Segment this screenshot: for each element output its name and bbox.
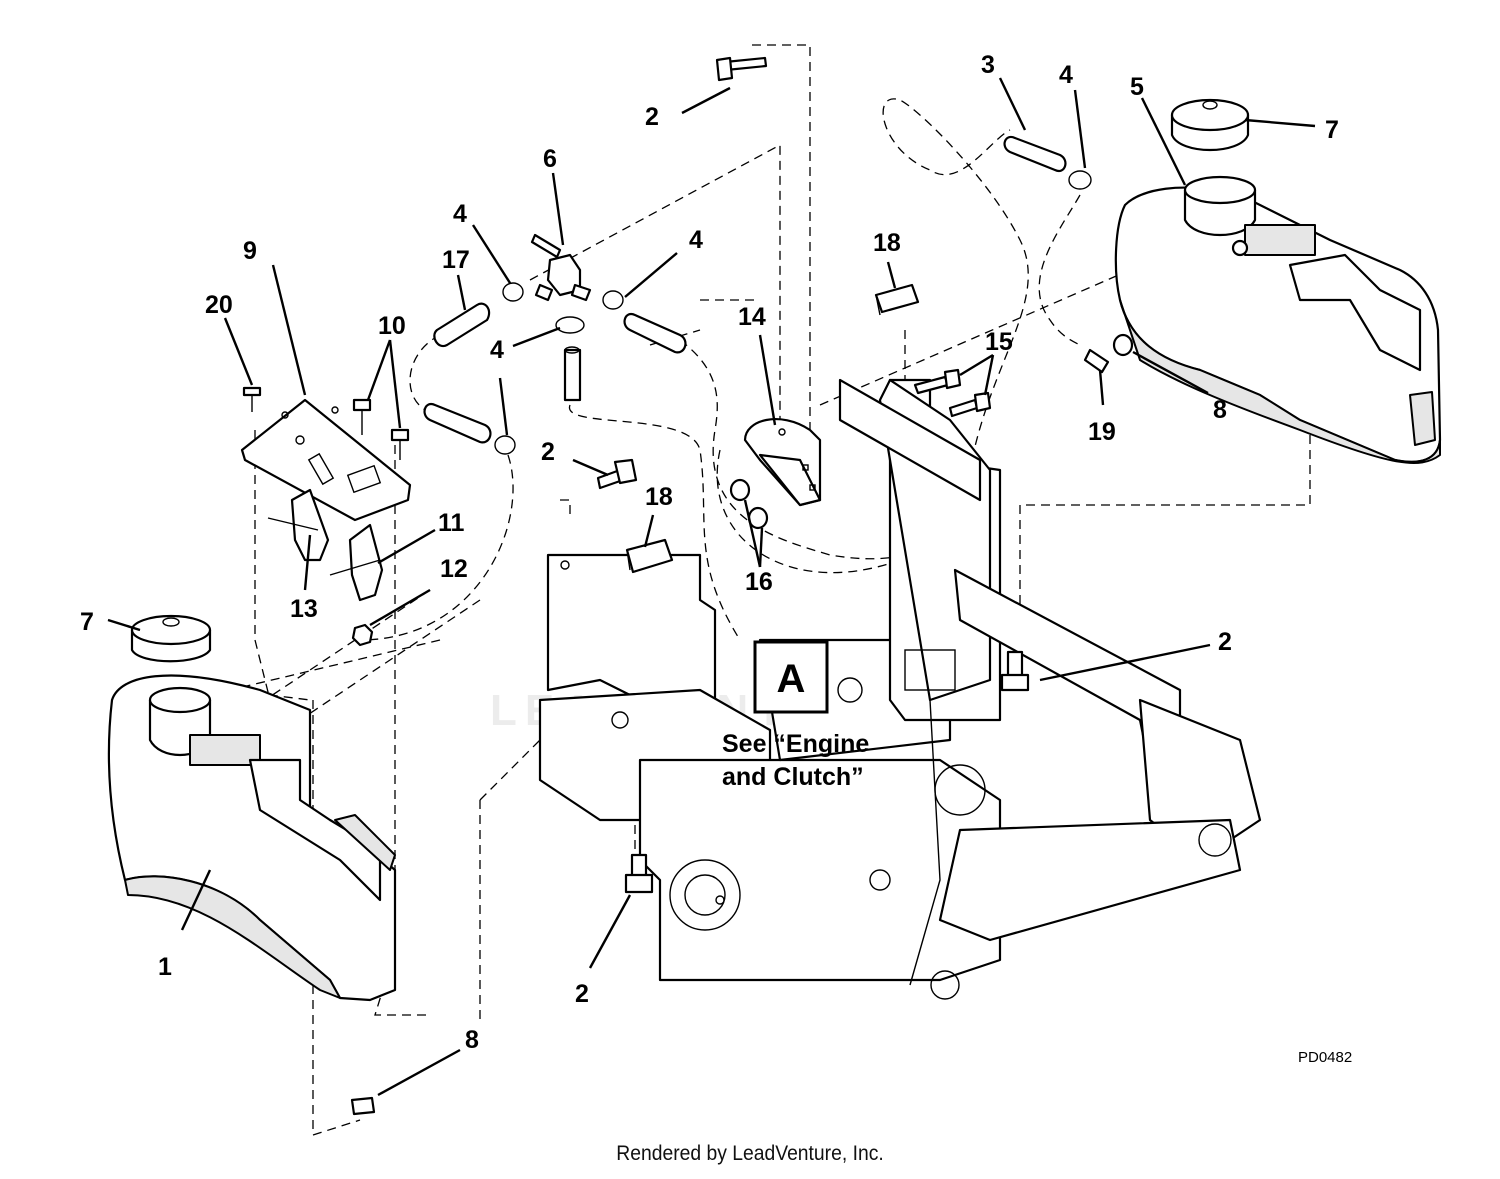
callout-17: 17 (442, 246, 470, 274)
callout-4: 4 (490, 336, 504, 364)
callout-7: 7 (80, 608, 94, 636)
fuel-cap-right (1170, 98, 1250, 151)
callout-2: 2 (1218, 628, 1232, 656)
callout-12: 12 (440, 555, 468, 583)
callout-14: 14 (738, 303, 766, 331)
callout-5: 5 (1130, 73, 1144, 101)
drawing-code: PD0482 (1298, 1049, 1352, 1066)
bolts (350, 56, 1134, 1116)
shutoff-valve-11 (329, 523, 384, 602)
callout-6: 6 (543, 145, 557, 173)
callout-1: 1 (158, 953, 172, 981)
footer-credit: Rendered by LeadVenture, Inc. (616, 1142, 884, 1165)
callout-11: 11 (438, 509, 465, 537)
callout-19: 19 (1088, 418, 1116, 446)
callout-2: 2 (575, 980, 589, 1008)
callout-2: 2 (541, 438, 555, 466)
chassis-frame (538, 378, 1262, 1000)
bracket-14 (743, 418, 822, 507)
callout-4: 4 (689, 226, 703, 254)
callout-20: 20 (205, 291, 233, 319)
callout-18: 18 (873, 229, 901, 257)
callout-13: 13 (290, 595, 318, 623)
callout-7: 7 (1325, 116, 1339, 144)
valve-plate (240, 398, 412, 522)
reference-note-line2: and Clutch” (722, 763, 864, 791)
shutoff-valve-13 (267, 488, 330, 562)
callout-2: 2 (645, 103, 659, 131)
callout-10: 10 (378, 312, 406, 340)
callout-4: 4 (453, 200, 467, 228)
reference-letter: A (777, 657, 806, 701)
nuts-16 (729, 478, 769, 530)
callout-15: 15 (985, 328, 1013, 356)
fuel-cap-left (130, 614, 212, 663)
callout-3: 3 (981, 51, 995, 79)
callout-18: 18 (645, 483, 673, 511)
fuel-tank-left (107, 674, 397, 1002)
reference-box: A (753, 640, 829, 714)
fuel-tank-right (1114, 175, 1442, 464)
fuel-hoses (423, 135, 1092, 455)
leader-lines (107, 77, 1316, 1097)
callout-8: 8 (465, 1026, 479, 1054)
callout-4: 4 (1059, 61, 1073, 89)
callout-9: 9 (243, 237, 257, 265)
clips-18 (625, 283, 920, 574)
reference-note-line1: See “Engine (722, 730, 869, 758)
nut-12 (351, 623, 374, 647)
callout-labels: 1 2 2 2 2 3 4 4 4 4 5 6 7 7 8 8 9 10 11 … (80, 51, 1339, 1054)
fuel-valve-6 (530, 233, 592, 302)
screws (242, 386, 410, 460)
callout-16: 16 (745, 568, 773, 596)
callout-8: 8 (1213, 396, 1227, 424)
